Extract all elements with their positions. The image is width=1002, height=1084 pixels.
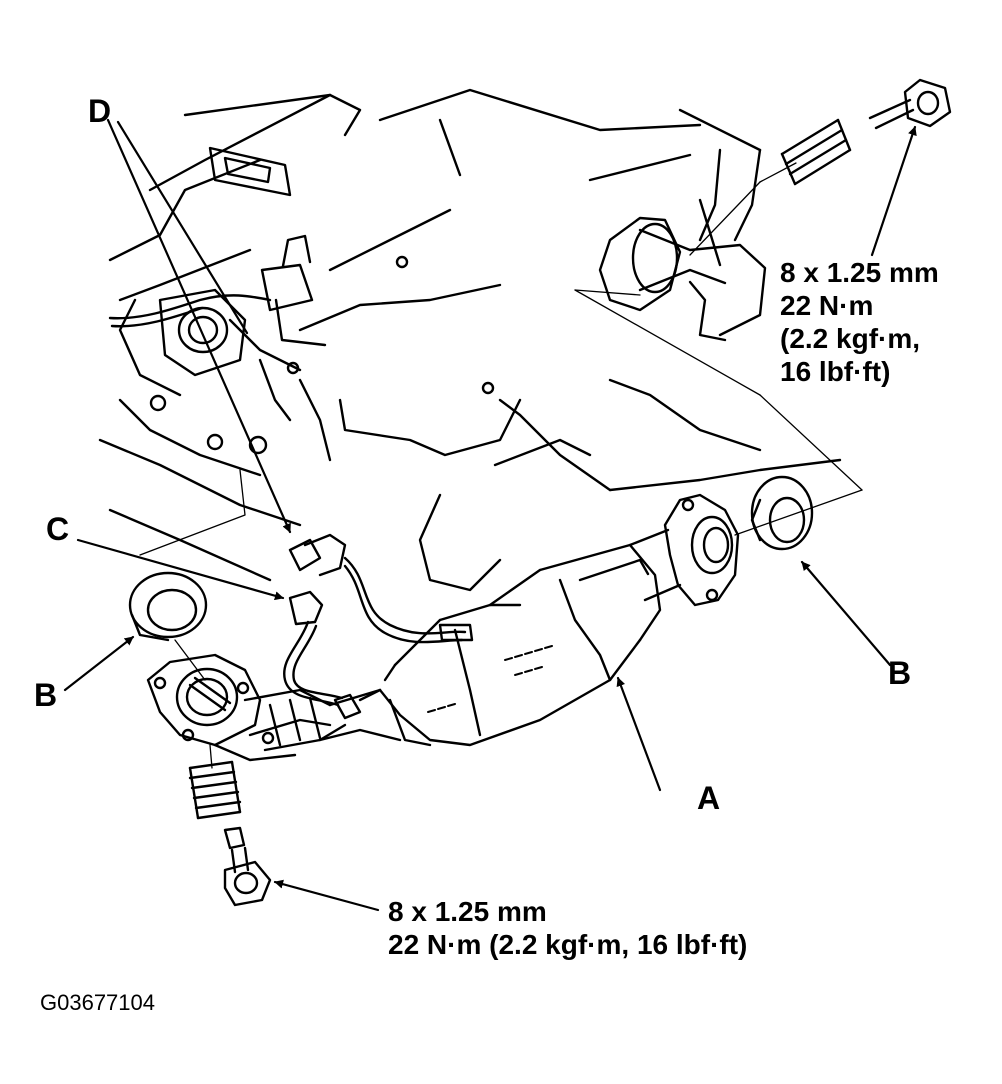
label-a: A	[697, 780, 721, 816]
upper-bolt-size: 8 x 1.25 mm	[780, 257, 939, 288]
callout-arrows	[63, 118, 917, 912]
label-c: C	[46, 511, 70, 547]
catalytic-converter	[318, 493, 740, 747]
alignment-lines	[139, 162, 863, 769]
lower-torque: 22 N·m (2.2 kgf·m, 16 lbf·ft)	[388, 929, 748, 960]
oxygen-sensor-wiring	[283, 533, 474, 720]
upper-torque-nm: 22 N·m	[780, 290, 874, 321]
upper-bolt-assembly	[780, 78, 952, 186]
figure-code: G03677104	[40, 990, 155, 1015]
upper-torque-kgf: (2.2 kgf·m,	[780, 323, 921, 354]
gasket-left	[128, 571, 208, 642]
lower-bolt-assembly	[188, 760, 272, 907]
upper-torque-lbf: 16 lbf·ft)	[780, 356, 891, 387]
label-b-left: B	[34, 677, 58, 713]
lower-bolt-size: 8 x 1.25 mm	[388, 896, 547, 927]
label-d: D	[88, 93, 112, 129]
front-pipe	[146, 653, 347, 762]
rear-exhaust-pipe	[598, 148, 767, 342]
gasket-right	[750, 475, 814, 551]
label-b-right: B	[888, 655, 912, 691]
hanger-mount	[149, 288, 268, 455]
